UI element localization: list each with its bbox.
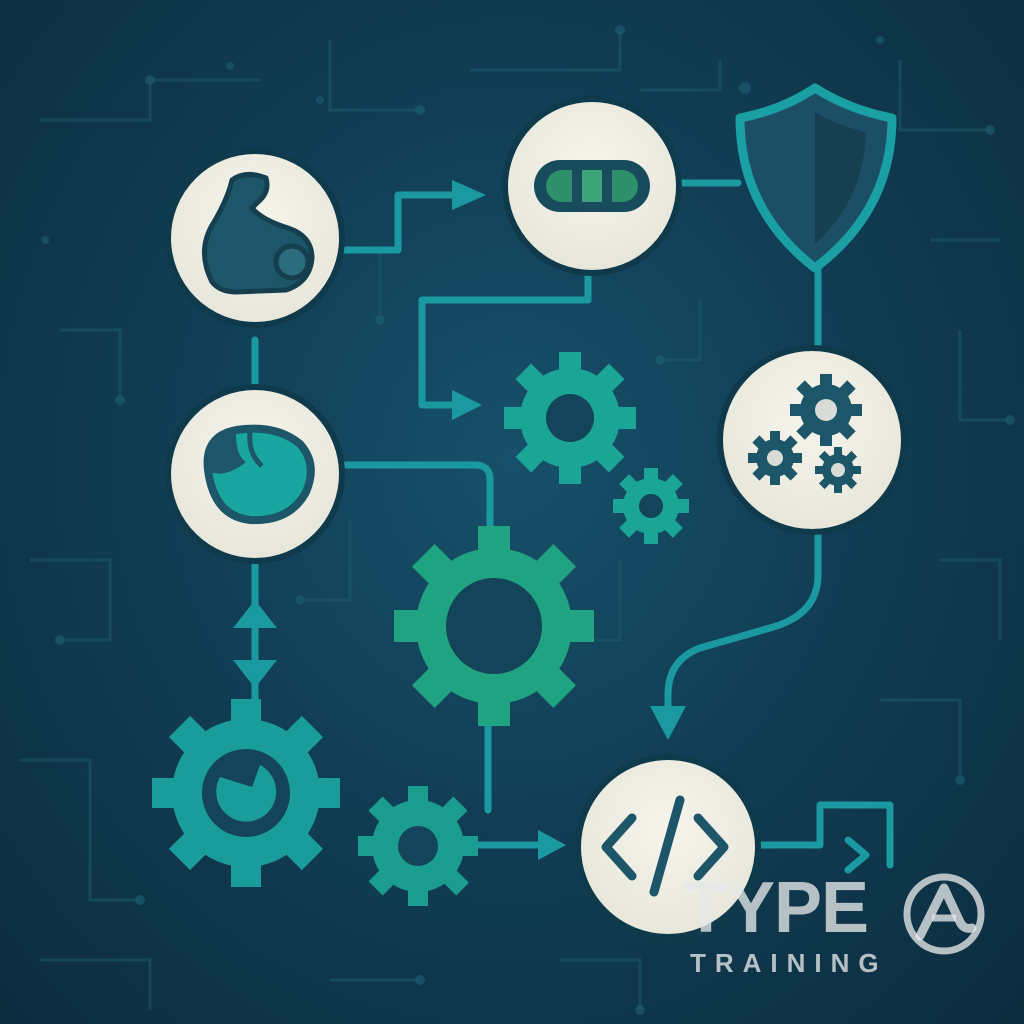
circuit-dots — [41, 25, 1015, 1015]
arrow-right-bottom — [538, 830, 566, 860]
arrow-exit-icon — [844, 836, 870, 874]
arrow-down-left — [233, 660, 277, 688]
gear-bottom-left-icon — [152, 699, 340, 887]
gear-mid-upper-icon — [504, 352, 636, 484]
arrow-right-middle — [452, 390, 482, 420]
gear-mid-small-icon — [613, 468, 689, 544]
arrow-down-right — [650, 706, 686, 740]
shield-shade — [815, 112, 866, 244]
flexed-arm-icon — [201, 172, 315, 295]
connector-gears-to-code — [664, 526, 822, 716]
capsule-icon — [534, 160, 650, 212]
code-node[interactable] — [575, 754, 761, 940]
connector-fist-to-gear — [341, 461, 494, 532]
strength-node[interactable] — [165, 148, 345, 328]
connector-capsule-to-gears — [418, 268, 592, 409]
brand-word: TYPE — [684, 868, 869, 948]
arrow-right-top — [452, 180, 486, 210]
a-monogram-logo — [903, 873, 985, 955]
fist-icon — [203, 424, 315, 525]
gear-right-in-node — [815, 447, 861, 493]
gear-bottom-small-icon — [358, 786, 478, 906]
circuit-background — [20, 30, 1010, 1010]
gear-left-in-node — [748, 431, 802, 485]
code-brackets-icon — [601, 795, 729, 897]
gears-icon — [748, 374, 862, 493]
capsule-node[interactable] — [502, 96, 682, 276]
gears-node[interactable] — [717, 345, 907, 535]
arrow-heads — [233, 180, 870, 874]
fist-node[interactable] — [165, 384, 345, 564]
gear-large-in-node — [790, 374, 862, 446]
connector-arm-to-capsule — [341, 191, 459, 254]
brand-subtitle: TRAINING — [690, 948, 888, 978]
gear-center-large-icon — [394, 526, 594, 726]
connector-code-to-exit — [751, 801, 894, 869]
shield-node[interactable] — [735, 83, 897, 273]
brand-logo: TYPE TRAINING — [676, 872, 1006, 982]
arrow-up-left — [233, 600, 277, 628]
